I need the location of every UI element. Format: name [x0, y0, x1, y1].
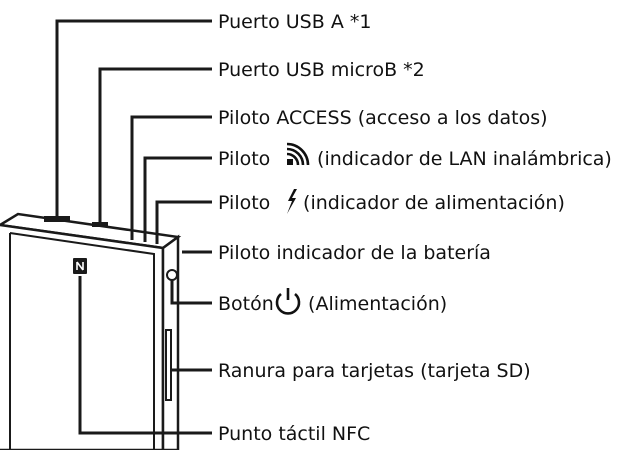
usb-microb-port	[92, 222, 108, 227]
label-sd-slot: Ranura para tarjetas (tarjeta SD)	[218, 360, 531, 382]
label-wlan-prefix: Piloto	[218, 148, 276, 170]
device-body	[0, 212, 182, 450]
label-power-button-prefix: Botón	[218, 293, 280, 315]
label-nfc: Punto táctil NFC	[218, 423, 370, 445]
lightning-bolt-icon	[287, 189, 297, 214]
leader-wlan	[143, 156, 212, 242]
power-button-hole	[166, 269, 178, 281]
usb-a-port	[44, 216, 70, 222]
leader-power-led	[155, 200, 212, 244]
leader-lines	[55, 19, 212, 435]
label-power-button-suffix: (Alimentación)	[302, 293, 447, 315]
label-access: Piloto ACCESS (acceso a los datos)	[218, 107, 548, 129]
leader-usb-a	[55, 19, 212, 217]
leader-usb-microb	[98, 67, 212, 224]
leader-nfc	[78, 276, 212, 435]
leader-power-button	[170, 280, 212, 305]
label-power-led-prefix: Piloto	[218, 192, 276, 214]
power-icon	[275, 288, 301, 315]
nfc-n-mark-icon	[73, 258, 87, 274]
sd-card-slot	[165, 329, 172, 401]
label-wlan-suffix: (indicador de LAN inalámbrica)	[311, 148, 612, 170]
label-battery: Piloto indicador de la batería	[218, 242, 491, 264]
label-power-led-suffix: (indicador de alimentación)	[297, 192, 565, 214]
leader-access	[130, 115, 212, 240]
labels: Puerto USB A *1 Puerto USB microB *2 Pil…	[218, 11, 612, 445]
wireless-lan-icon	[286, 142, 310, 166]
label-usb-a: Puerto USB A *1	[218, 11, 371, 33]
label-usb-microb: Puerto USB microB *2	[218, 59, 425, 81]
